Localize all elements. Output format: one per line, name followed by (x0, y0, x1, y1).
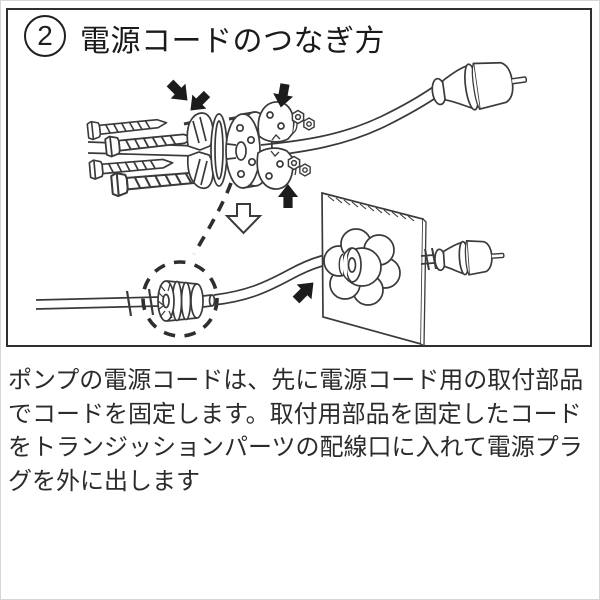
step-number-badge: 2 (24, 15, 66, 57)
dashed-highlight-circle (141, 260, 219, 338)
clamp-half-bottom (256, 147, 297, 190)
nuts (287, 109, 315, 177)
assembled-clamp (157, 280, 216, 322)
power-plug-top (431, 61, 528, 111)
power-plug-bottom (434, 239, 505, 276)
dashed-leader-line (192, 182, 233, 255)
power-cord-lower-right (420, 247, 437, 271)
clamp-half-top (257, 101, 298, 143)
step-down-arrow (224, 203, 263, 235)
assembled-diagram (35, 191, 505, 348)
step-number: 2 (37, 20, 53, 51)
transition-part (323, 228, 401, 306)
power-cord-upper (260, 86, 441, 158)
arrow-se-icon (161, 74, 196, 109)
power-cord-lower-left (35, 288, 161, 317)
cord-clamp-parts (186, 112, 228, 190)
panel-title: 電源コードのつなぎ方 (80, 25, 385, 58)
caption-text: ポンプの電源コードは、先に電源コード用の取付部品 でコードを固定します。取付用部… (8, 367, 584, 495)
arrow-ne-icon (287, 274, 322, 309)
exploded-diagram (86, 61, 528, 255)
